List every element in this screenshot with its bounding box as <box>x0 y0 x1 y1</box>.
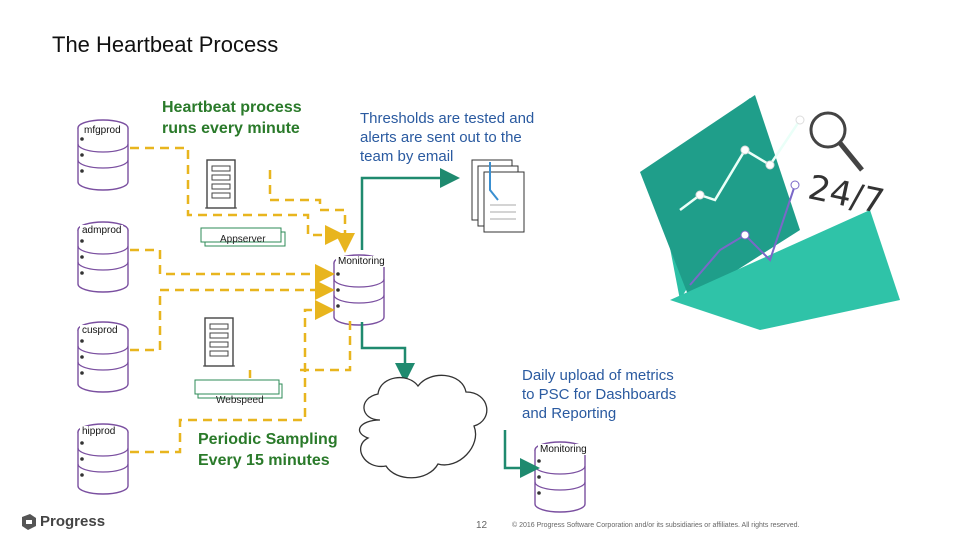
progress-logo: Progress <box>22 513 105 530</box>
email-document-icon <box>471 159 525 233</box>
appserver-label: Appserver <box>220 234 266 245</box>
periodic-label-line1: Periodic Sampling <box>198 431 338 448</box>
thresholds-label-line3: team by email <box>360 148 454 165</box>
page-title: The Heartbeat Process <box>52 32 279 57</box>
db-label-mfgprod: mfgprod <box>82 125 123 136</box>
daily-upload-label-line1: Daily upload of metrics <box>522 367 674 384</box>
appserver-icon <box>204 159 238 209</box>
heartbeat-label-line2: runs every minute <box>162 120 300 137</box>
thresholds-label-line1: Thresholds are tested and <box>360 110 535 127</box>
progress-logo-text: Progress <box>40 513 106 530</box>
heartbeat-label: Heartbeat process runs every minute <box>162 97 302 139</box>
periodic-label-line2: Every 15 minutes <box>198 452 330 469</box>
db-label-cusprod: cusprod <box>80 325 120 336</box>
periodic-label: Periodic Sampling Every 15 minutes <box>198 429 338 471</box>
progress-logo-icon <box>22 513 36 530</box>
webspeed-server-icon <box>202 317 236 367</box>
db-label-admprod: admprod <box>80 225 124 236</box>
daily-upload-label-line3: and Reporting <box>522 405 617 422</box>
webspeed-label: Webspeed <box>216 395 264 406</box>
dashboard-laptop-icon <box>640 95 900 330</box>
cloud-icon <box>358 374 488 479</box>
daily-upload-label: Daily upload of metrics to PSC for Dashb… <box>522 366 676 423</box>
thresholds-label-line2: alerts are sent out to the <box>360 129 522 146</box>
daily-upload-label-line2: to PSC for Dashboards <box>522 386 677 403</box>
thresholds-label: Thresholds are tested and alerts are sen… <box>360 109 534 166</box>
page-number: 12 <box>476 520 488 531</box>
copyright-text: © 2016 Progress Software Corporation and… <box>512 522 800 529</box>
monitoring-label-bottom: Monitoring <box>538 444 589 455</box>
db-label-hipprod: hipprod <box>80 426 118 437</box>
monitoring-label-top: Monitoring <box>336 256 387 267</box>
heartbeat-label-line1: Heartbeat process <box>162 99 302 116</box>
